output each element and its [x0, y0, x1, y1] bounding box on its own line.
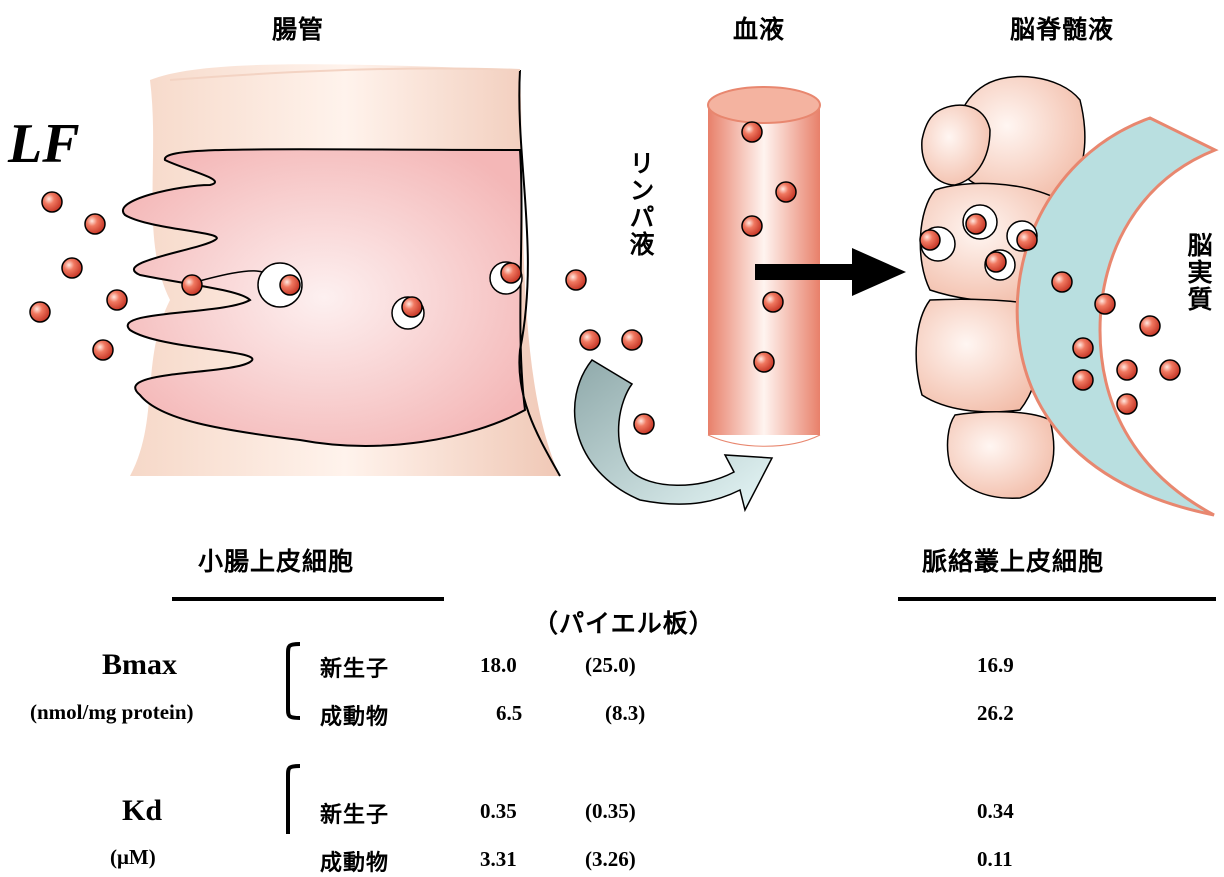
csf-label: 脳脊髄液: [1010, 10, 1114, 46]
lf-particle: [742, 122, 762, 142]
intestine-illustration: [123, 64, 560, 476]
bmax-bracket: [280, 640, 304, 722]
lf-particle: [966, 214, 986, 234]
kd-neonate-choroid: 0.34: [977, 799, 1014, 824]
peyer-label: （パイエル板）: [533, 604, 715, 640]
lf-particle: [1073, 370, 1093, 390]
lf-particle: [1095, 294, 1115, 314]
lf-particle: [1117, 394, 1137, 414]
blood-vessel-top: [708, 87, 820, 123]
lf-particle: [1160, 360, 1180, 380]
lf-particle: [986, 252, 1006, 272]
small-intestine-epithelium-label: 小腸上皮細胞: [198, 542, 354, 578]
kd-bracket: [280, 762, 304, 844]
bmax-row-adult-group: 成動物: [320, 699, 389, 731]
intestine-label: 腸管: [272, 10, 324, 46]
lf-particle: [1073, 338, 1093, 358]
lymph-label: リンパ液: [622, 150, 658, 258]
lf-particle: [1017, 230, 1037, 250]
lf-particle: [280, 275, 300, 295]
bmax-row-neonate-group: 新生子: [320, 651, 389, 683]
choroid-underline: [898, 597, 1216, 601]
lf-particle: [776, 182, 796, 202]
lf-particle: [1117, 360, 1137, 380]
lf-particle: [920, 230, 940, 250]
bmax-adult-intestine: 6.5: [496, 701, 522, 726]
bmax-neonate-choroid: 16.9: [977, 653, 1014, 678]
bmax-neonate-peyer: (25.0): [585, 653, 636, 678]
kd-adult-intestine: 3.31: [480, 847, 517, 872]
intestine-underline: [172, 597, 444, 601]
brain-parenchyma-label: 脳実質: [1180, 232, 1216, 313]
lf-particle: [107, 290, 127, 310]
plexus-cell: [948, 412, 1054, 498]
bmax-neonate-intestine: 18.0: [480, 653, 517, 678]
kd-row-adult-group: 成動物: [320, 845, 389, 877]
lf-particle: [85, 214, 105, 234]
lf-particle: [763, 292, 783, 312]
lf-particle: [754, 352, 774, 372]
lf-particle: [93, 340, 113, 360]
blood-label: 血液: [733, 10, 785, 46]
lf-particle: [402, 297, 422, 317]
bmax-name: Bmax: [102, 648, 177, 682]
lf-particle: [30, 302, 50, 322]
kd-row-neonate-group: 新生子: [320, 797, 389, 829]
lf-particle: [622, 330, 642, 350]
kd-adult-choroid: 0.11: [977, 847, 1013, 872]
bmax-adult-choroid: 26.2: [977, 701, 1014, 726]
choroid-plexus-epithelium-label: 脈絡叢上皮細胞: [922, 542, 1104, 578]
lf-particle: [1140, 316, 1160, 336]
lf-particle: [62, 258, 82, 278]
bmax-adult-peyer: (8.3): [605, 701, 645, 726]
lf-particle: [42, 192, 62, 212]
kd-adult-peyer: (3.26): [585, 847, 636, 872]
lf-particle: [580, 330, 600, 350]
lf-particle: [501, 263, 521, 283]
kd-neonate-peyer: (0.35): [585, 799, 636, 824]
lf-particle: [566, 270, 586, 290]
lf-label: LF: [8, 112, 80, 176]
lf-particle: [742, 216, 762, 236]
lf-particle: [182, 275, 202, 295]
kd-unit: (μM): [110, 845, 156, 870]
kd-name: Kd: [122, 794, 162, 828]
lf-particle: [1052, 272, 1072, 292]
lf-particle: [634, 414, 654, 434]
choroid-plexus: [916, 77, 1215, 515]
kd-neonate-intestine: 0.35: [480, 799, 517, 824]
bmax-unit: (nmol/mg protein): [30, 700, 194, 725]
